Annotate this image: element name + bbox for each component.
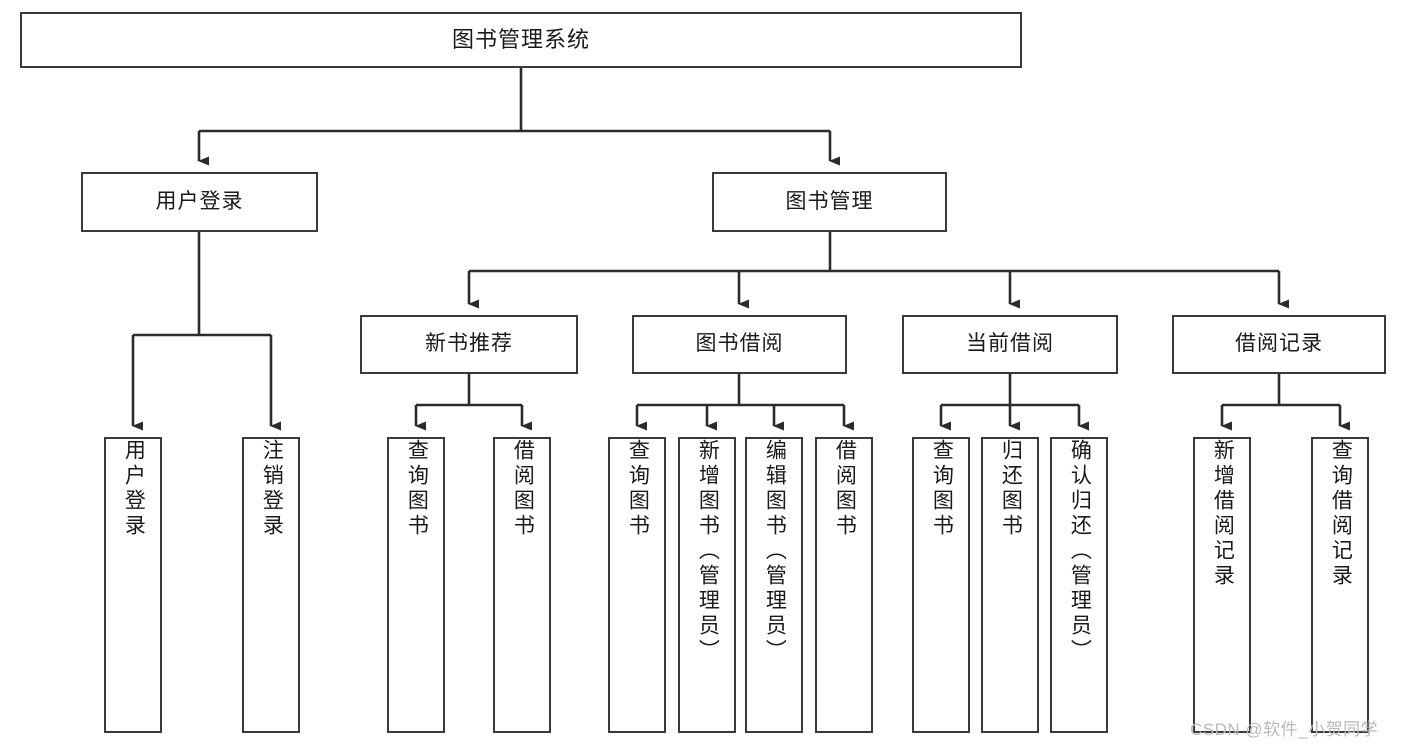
node-label: 图书管理 — [785, 189, 874, 213]
node-leaf-edit-book-admin[interactable]: 编辑图书（管理员） — [745, 437, 803, 733]
node-leaf-query-book-current[interactable]: 查询图书 — [912, 437, 970, 733]
node-label: 新增借阅记录 — [1211, 439, 1235, 589]
node-label: 查询图书 — [930, 439, 954, 539]
node-label: 新书推荐 — [425, 332, 513, 356]
node-borrow-record[interactable]: 借阅记录 — [1172, 315, 1386, 374]
node-leaf-user-login[interactable]: 用户登录 — [104, 437, 162, 733]
node-label: 借阅图书 — [511, 439, 535, 539]
node-leaf-confirm-return-admin[interactable]: 确认归还（管理员） — [1050, 437, 1108, 733]
node-new-book-recommend[interactable]: 新书推荐 — [360, 315, 578, 374]
node-label: 用户登录 — [122, 439, 146, 539]
node-label: 查询借阅记录 — [1329, 439, 1353, 589]
node-label: 编辑图书（管理员） — [763, 439, 787, 664]
node-leaf-add-borrow-record[interactable]: 新增借阅记录 — [1193, 437, 1251, 733]
node-book-borrow[interactable]: 图书借阅 — [632, 315, 847, 374]
node-label: 新增图书（管理员） — [696, 439, 720, 664]
node-label: 注销登录 — [260, 439, 284, 539]
node-leaf-user-logout[interactable]: 注销登录 — [242, 437, 300, 733]
node-root-system[interactable]: 图书管理系统 — [20, 12, 1022, 68]
node-label: 借阅记录 — [1235, 332, 1323, 356]
node-leaf-query-borrow-record[interactable]: 查询借阅记录 — [1311, 437, 1369, 733]
node-label: 借阅图书 — [833, 439, 857, 539]
node-current-borrow[interactable]: 当前借阅 — [902, 315, 1118, 374]
node-label: 用户登录 — [155, 189, 244, 213]
node-user-login[interactable]: 用户登录 — [81, 172, 318, 232]
watermark: CSDN @软件_小贺同学 — [1190, 720, 1379, 739]
node-label: 查询图书 — [405, 439, 429, 539]
node-label: 查询图书 — [626, 439, 650, 539]
node-leaf-add-book-admin[interactable]: 新增图书（管理员） — [678, 437, 736, 733]
node-leaf-borrow-book[interactable]: 借阅图书 — [815, 437, 873, 733]
node-leaf-query-book-borrow[interactable]: 查询图书 — [608, 437, 666, 733]
node-label: 图书借阅 — [695, 332, 784, 356]
node-leaf-query-book-recommend[interactable]: 查询图书 — [387, 437, 445, 733]
node-label: 归还图书 — [999, 439, 1023, 539]
node-label: 当前借阅 — [966, 332, 1054, 356]
node-label: 图书管理系统 — [451, 27, 590, 53]
node-leaf-return-book[interactable]: 归还图书 — [981, 437, 1039, 733]
node-leaf-borrow-book-recommend[interactable]: 借阅图书 — [493, 437, 551, 733]
node-book-management[interactable]: 图书管理 — [712, 172, 947, 232]
node-label: 确认归还（管理员） — [1068, 439, 1092, 664]
